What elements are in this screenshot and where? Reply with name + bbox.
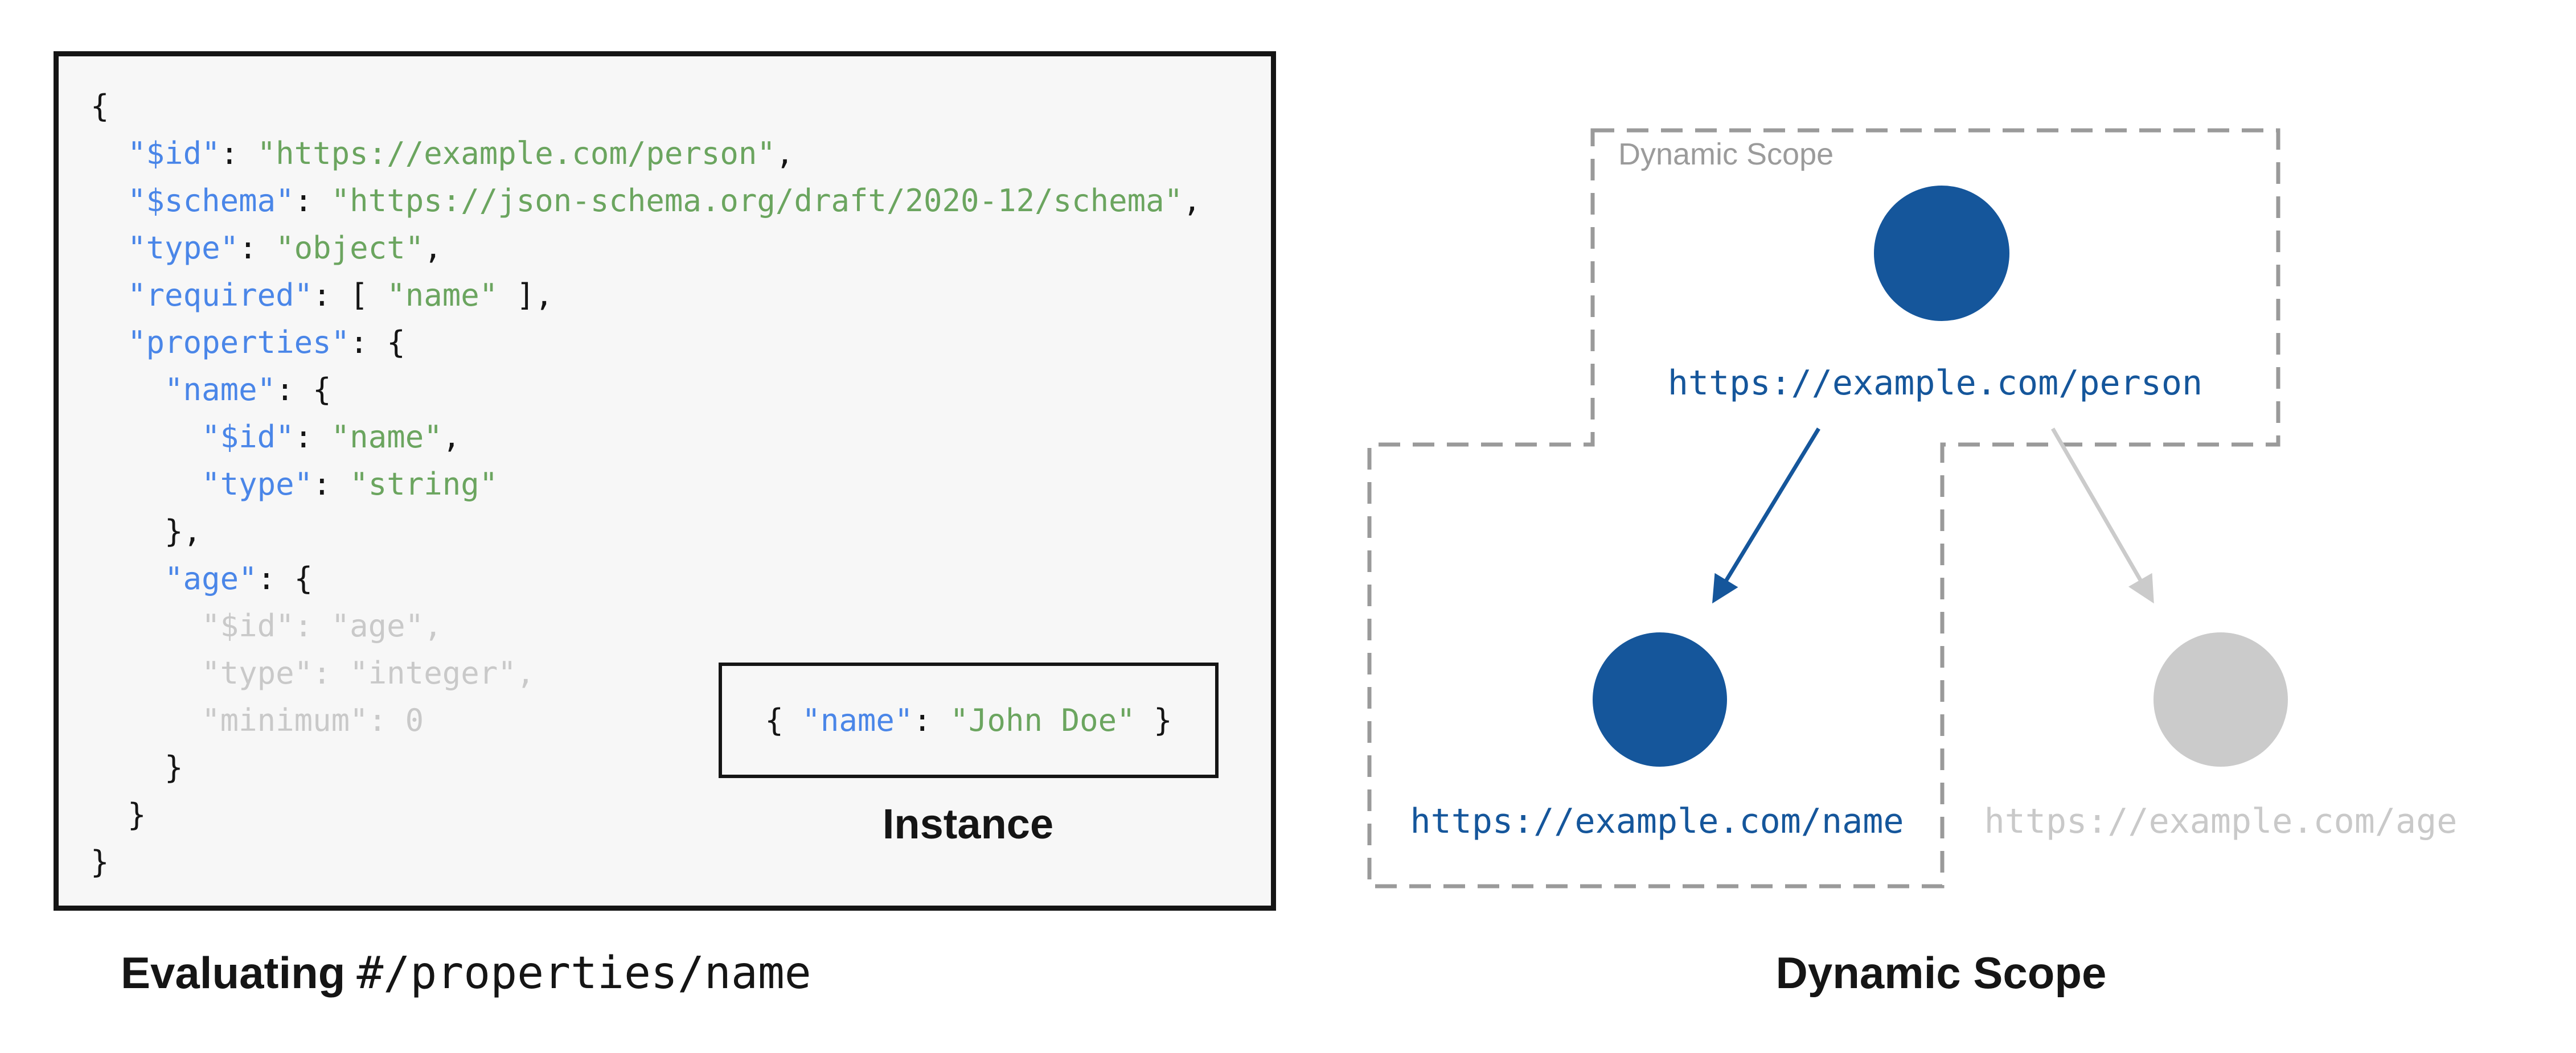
code-line: { <box>91 83 1201 130</box>
instance-label: Instance <box>882 800 1054 848</box>
code-token: , <box>424 230 442 266</box>
code-token: "type": "integer", <box>91 655 535 691</box>
code-token: } <box>91 797 146 833</box>
code-token: "name" <box>165 372 276 408</box>
code-token: } <box>1135 702 1172 738</box>
url-name: https://example.com/name <box>1410 801 1904 841</box>
code-token: : <box>294 419 331 455</box>
node-age <box>2153 632 2288 767</box>
code-token: { <box>91 88 109 124</box>
instance-code: { "name": "John Doe" } <box>765 702 1172 738</box>
evaluating-caption-pointer: #/properties/name <box>356 948 811 999</box>
code-line: "type": "object", <box>91 224 1201 272</box>
code-line: "$id": "https://example.com/person", <box>91 130 1201 177</box>
code-token: : <box>239 230 276 266</box>
code-token: , <box>775 135 794 171</box>
arrow-person-to-name <box>1712 427 1820 604</box>
evaluating-caption: Evaluating #/properties/name <box>121 947 811 999</box>
code-line: "$id": "age", <box>91 602 1201 649</box>
code-token: , <box>1183 183 1201 219</box>
code-token: : <box>220 135 257 171</box>
url-age: https://example.com/age <box>1984 801 2458 841</box>
dynamic-scope-region-label: Dynamic Scope <box>1618 137 1834 171</box>
code-line: "age": { <box>91 555 1201 602</box>
node-name <box>1593 632 1727 767</box>
code-token: "type" <box>202 466 313 502</box>
code-line: "$id": "name", <box>91 413 1201 460</box>
code-token: : <box>913 702 950 738</box>
code-token: "https://example.com/person" <box>257 135 776 171</box>
code-token: "name" <box>387 277 498 313</box>
code-token: "type" <box>128 230 239 266</box>
code-token: : { <box>257 561 313 597</box>
arrow-person-to-age <box>2050 427 2154 604</box>
evaluating-caption-bold: Evaluating <box>121 948 346 998</box>
code-token: : { <box>350 324 405 360</box>
code-token: ], <box>498 277 553 313</box>
schema-code: { "$id": "https://example.com/person", "… <box>91 83 1201 886</box>
code-line: "type": "string" <box>91 460 1201 508</box>
code-line: "minimum": 0 <box>91 697 1201 744</box>
code-token: } <box>91 844 109 880</box>
code-token: : <box>313 466 350 502</box>
code-token: }, <box>91 513 202 549</box>
code-token: , <box>442 419 461 455</box>
schema-code-panel: { "$id": "https://example.com/person", "… <box>54 51 1276 911</box>
code-token: "required" <box>128 277 313 313</box>
code-line: }, <box>91 508 1201 555</box>
code-line: "properties": { <box>91 319 1201 366</box>
code-line: } <box>91 838 1201 886</box>
code-token: "properties" <box>128 324 350 360</box>
code-token: } <box>91 750 183 785</box>
code-line: "$schema": "https://json-schema.org/draf… <box>91 177 1201 224</box>
code-token: "string" <box>350 466 498 502</box>
code-token: : { <box>276 372 331 408</box>
dynamic-scope-outline <box>1367 128 2280 889</box>
dynamic-scope-caption: Dynamic Scope <box>1775 948 2107 998</box>
instance-box: { "name": "John Doe" } <box>719 663 1219 778</box>
code-token: { <box>765 702 802 738</box>
code-token: "John Doe" <box>950 702 1135 738</box>
code-token: "name" <box>331 419 442 455</box>
code-token: "$id" <box>202 419 294 455</box>
code-token: "name" <box>802 702 913 738</box>
code-token: "minimum": 0 <box>91 702 424 738</box>
code-line: } <box>91 791 1201 838</box>
code-token: "object" <box>276 230 424 266</box>
code-token: "$id" <box>128 135 220 171</box>
code-token: "https://json-schema.org/draft/2020-12/s… <box>331 183 1183 219</box>
code-line: "type": "integer", <box>91 649 1201 697</box>
node-person <box>1874 186 2009 321</box>
code-token: "$schema" <box>128 183 294 219</box>
url-person: https://example.com/person <box>1667 363 2203 403</box>
code-line: "required": [ "name" ], <box>91 272 1201 319</box>
code-token: : <box>294 183 331 219</box>
code-token: "$id": "age", <box>91 608 442 644</box>
code-line: } <box>91 744 1201 791</box>
code-token: "age" <box>165 561 257 597</box>
code-token: : [ <box>313 277 387 313</box>
code-line: "name": { <box>91 366 1201 413</box>
